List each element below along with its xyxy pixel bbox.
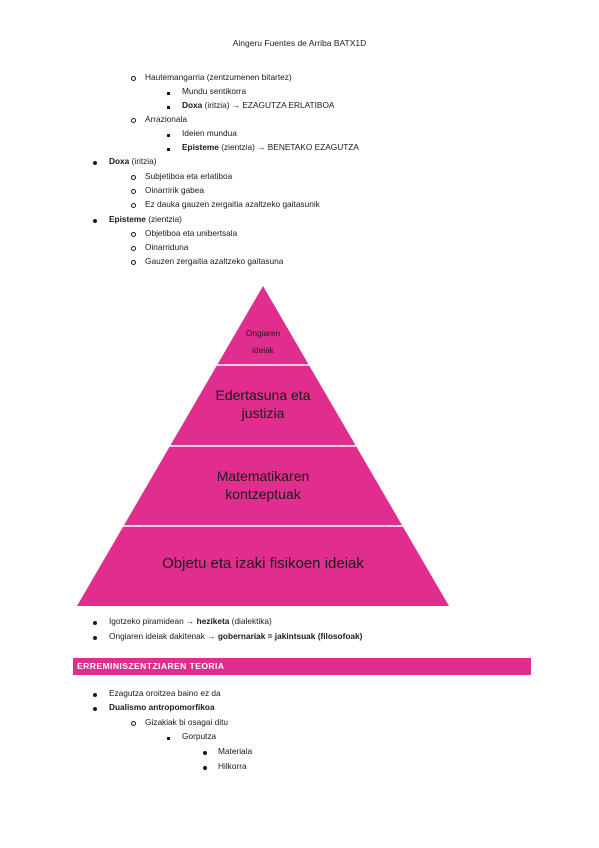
list-item: Ideien mundua	[182, 128, 237, 138]
square-bullet-icon	[167, 102, 170, 112]
bold-text: Episteme	[109, 214, 146, 224]
text: Gizakiak bi osagai ditu	[145, 717, 229, 727]
list-item: Gizakiak bi osagai ditu	[145, 717, 228, 727]
list-item: Mundu sentikorra	[182, 86, 246, 96]
circle-bullet-icon	[131, 719, 136, 729]
text: Ez dauka gauzen zergaitia azaltzeko gait…	[145, 199, 320, 209]
pyramid-level-3: Matematikaren kontzeptuak	[163, 467, 363, 503]
list-item: Materiala	[218, 746, 252, 756]
list-item: Episteme (zientzia) → BENETAKO EZAGUTZA	[182, 142, 359, 152]
pyramid-level-2-line1: Edertasuna eta	[215, 387, 311, 403]
circle-bullet-icon	[131, 173, 136, 183]
list-item: Episteme (zientzia)	[109, 214, 182, 224]
pyramid-level-1-line2: ideiak	[252, 345, 274, 355]
list-item: Ongiaren ideiak dakitenak → gobernariak …	[109, 631, 362, 641]
dot-bullet-icon	[203, 763, 207, 773]
circle-bullet-icon	[131, 244, 136, 254]
list-item: Arrazionala	[145, 114, 187, 124]
list-item: Gauzen zergaitia azaltzeko gaitasuna	[145, 256, 283, 266]
bold-text: gobernariak = jakintsuak (filosofoak)	[217, 631, 363, 641]
dot-bullet-icon	[203, 748, 207, 758]
dot-bullet-icon	[93, 633, 97, 643]
circle-bullet-icon	[131, 230, 136, 240]
text: Gauzen zergaitia azaltzeko gaitasuna	[145, 256, 284, 266]
text: (iritzia)	[129, 156, 157, 166]
circle-bullet-icon	[131, 187, 136, 197]
dot-bullet-icon	[93, 618, 97, 628]
dot-bullet-icon	[93, 690, 97, 700]
text: Ongiaren ideiak dakitenak →	[109, 631, 218, 641]
list-item: Hautemangarria (zentzumenen bitartez)	[145, 72, 292, 82]
list-item: Igotzeko piramidean → heziketa (dialekti…	[109, 616, 272, 626]
pyramid-level-1: Ongiaren ideiak	[223, 325, 303, 359]
pyramid-level-2: Edertasuna eta justizia	[183, 386, 343, 422]
text: Arrazionala	[145, 114, 187, 124]
text: Ideien mundua	[182, 128, 237, 138]
bold-text: Dualismo antropomorfikoa	[109, 702, 215, 712]
text: Oinarririk gabea	[145, 185, 205, 195]
text: Hautemangarria (zentzumenen bitartez)	[145, 72, 292, 82]
text: (zientzia) → BENETAKO EZAGUTZA	[218, 142, 359, 152]
bold-text: heziketa	[196, 616, 230, 626]
list-item: Doxa (iritzia)	[109, 156, 157, 166]
square-bullet-icon	[167, 130, 170, 140]
bold-text: Episteme	[182, 142, 219, 152]
pyramid-level-4: Objetu eta izaki fisikoen ideiak	[103, 555, 423, 573]
pyramid-level-4-line1: Objetu eta izaki fisikoen ideiak	[162, 555, 364, 572]
pyramid-level-2-line2: justizia	[241, 405, 285, 421]
list-item: Ez dauka gauzen zergaitia azaltzeko gait…	[145, 199, 320, 209]
circle-bullet-icon	[131, 201, 136, 211]
section-heading: ERREMINISZENTZIAREN TEORIA	[77, 661, 225, 671]
page-header: Aingeru Fuentes de Arriba BATX1D	[232, 38, 367, 48]
circle-bullet-icon	[131, 116, 136, 126]
list-item: Ezagutza oroitzea baino ez da	[109, 688, 221, 698]
square-bullet-icon	[167, 733, 170, 743]
list-item: Subjetiboa eta erlatiboa	[145, 171, 232, 181]
list-item: Doxa (iritzia) → EZAGUTZA ERLATIBOA	[182, 100, 334, 110]
square-bullet-icon	[167, 88, 170, 98]
text: Subjetiboa eta erlatiboa	[145, 171, 233, 181]
text: Materiala	[218, 746, 253, 756]
bold-text: Doxa	[109, 156, 130, 166]
list-item: Dualismo antropomorfikoa	[109, 702, 215, 712]
dot-bullet-icon	[93, 158, 97, 168]
text: Oinarriduna	[145, 242, 189, 252]
section-heading-bar	[73, 658, 531, 675]
circle-bullet-icon	[131, 258, 136, 268]
text: Objetiboa eta unibertsala	[145, 228, 238, 238]
text: Hilkorra	[218, 761, 247, 771]
circle-bullet-icon	[131, 74, 136, 84]
text: Ezagutza oroitzea baino ez da	[109, 688, 221, 698]
text: Gorputza	[182, 731, 217, 741]
list-item: Oinarririk gabea	[145, 185, 204, 195]
text: Mundu sentikorra	[182, 86, 247, 96]
list-item: Gorputza	[182, 731, 216, 741]
text: Igotzeko piramidean →	[109, 616, 197, 626]
text: (dialektika)	[229, 616, 272, 626]
dot-bullet-icon	[93, 216, 97, 226]
pyramid-level-3-line2: kontzeptuak	[225, 486, 301, 502]
bold-text: Doxa	[182, 100, 203, 110]
text: (iritzia) → EZAGUTZA ERLATIBOA	[202, 100, 335, 110]
pyramid-level-1-line1: Ongiaren	[245, 328, 281, 338]
square-bullet-icon	[167, 144, 170, 154]
text: (zientzia)	[145, 214, 182, 224]
list-item: Hilkorra	[218, 761, 247, 771]
dot-bullet-icon	[93, 704, 97, 714]
list-item: Objetiboa eta unibertsala	[145, 228, 237, 238]
pyramid-level-3-line1: Matematikaren	[216, 468, 310, 484]
list-item: Oinarriduna	[145, 242, 188, 252]
